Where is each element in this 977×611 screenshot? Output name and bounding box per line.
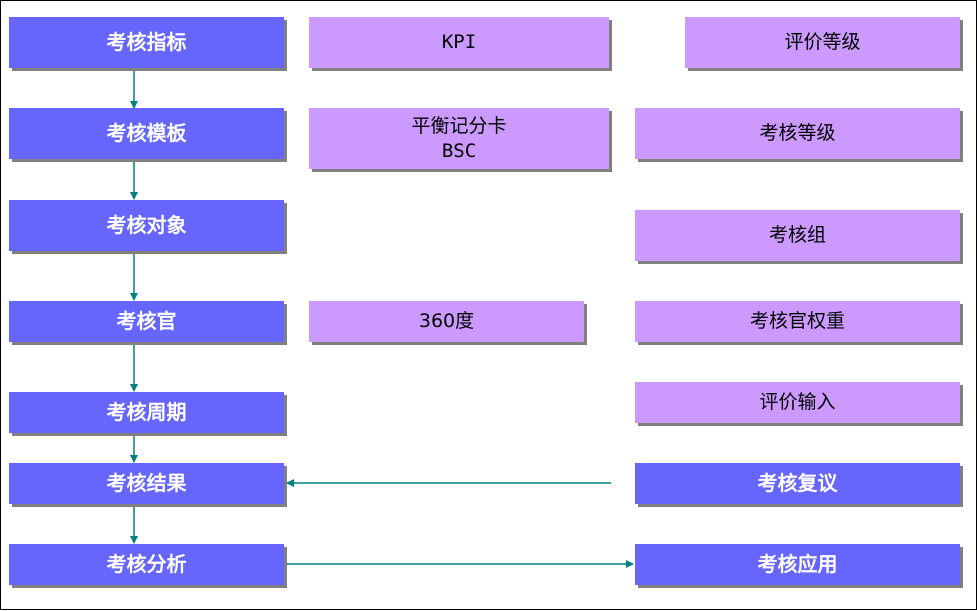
box-kpi-index: 考核指标: [9, 17, 284, 68]
box-bsc-label-line2: BSC: [441, 139, 477, 162]
box-evaluation-grade-label: 评价等级: [784, 31, 861, 53]
box-kpi-index-label: 考核指标: [106, 30, 187, 54]
box-kpi-label: KPI: [441, 31, 477, 53]
box-application: 考核应用: [635, 544, 960, 585]
box-target: 考核对象: [9, 200, 284, 251]
box-review-label: 考核复议: [757, 471, 838, 495]
box-template-label: 考核模板: [106, 121, 187, 145]
box-assessor-label: 考核官: [116, 309, 177, 333]
box-assessment-group-label: 考核组: [768, 224, 826, 246]
box-target-label: 考核对象: [106, 213, 187, 237]
box-kpi: KPI: [309, 17, 609, 68]
box-assessment-grade: 考核等级: [635, 108, 960, 159]
box-360-degree-label: 360度: [418, 310, 475, 332]
box-cycle-label: 考核周期: [106, 400, 187, 424]
box-evaluation-input-label: 评价输入: [759, 391, 836, 413]
box-analysis-label: 考核分析: [106, 552, 187, 576]
box-bsc: 平衡记分卡 BSC: [309, 108, 609, 169]
box-evaluation-grade: 评价等级: [685, 17, 960, 68]
box-application-label: 考核应用: [757, 552, 838, 576]
box-assessment-group: 考核组: [635, 210, 960, 261]
box-assessment-grade-label: 考核等级: [759, 122, 836, 144]
box-review: 考核复议: [635, 463, 960, 504]
box-evaluation-input: 评价输入: [635, 382, 960, 423]
box-result-label: 考核结果: [106, 471, 187, 495]
box-result: 考核结果: [9, 463, 284, 504]
box-bsc-label-line1: 平衡记分卡: [411, 114, 507, 137]
box-assessor-weight-label: 考核官权重: [749, 310, 845, 332]
box-assessor-weight: 考核官权重: [635, 301, 960, 342]
box-360-degree: 360度: [309, 301, 584, 342]
box-template: 考核模板: [9, 108, 284, 159]
box-assessor: 考核官: [9, 301, 284, 342]
box-bsc-text: 平衡记分卡 BSC: [411, 114, 506, 164]
box-cycle: 考核周期: [9, 392, 284, 433]
box-analysis: 考核分析: [9, 544, 284, 585]
